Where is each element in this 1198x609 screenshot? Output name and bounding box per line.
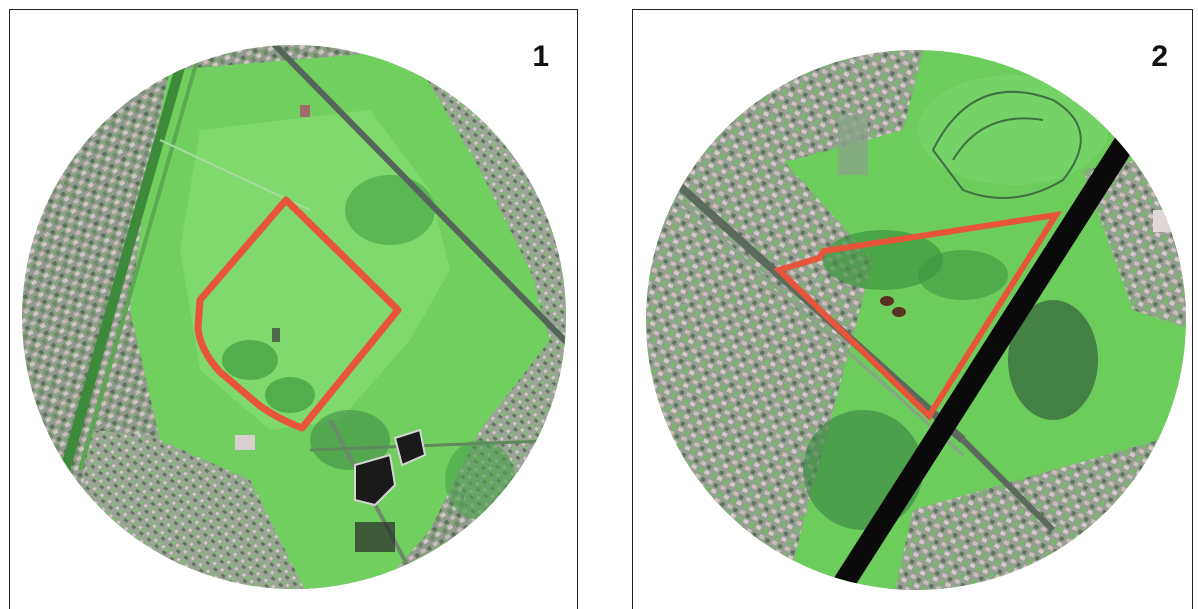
panel-number-1: 1 [532,40,549,73]
boundary-outline-2 [773,211,1063,421]
satellite-image-1 [22,45,566,589]
map-panel-2: 2 [632,9,1193,609]
panel-number-2: 2 [1151,40,1168,73]
boundary-outline-1 [194,196,402,432]
map-panel-1: 1 [9,9,578,609]
satellite-image-2 [646,50,1186,590]
